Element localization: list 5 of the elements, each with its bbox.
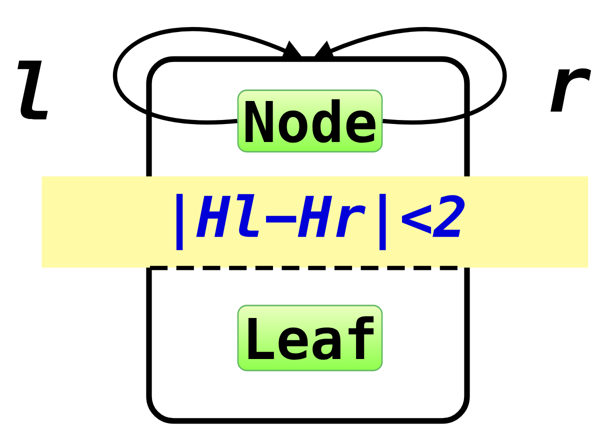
node-box: Node — [237, 90, 383, 152]
highlight-band: |Hl−Hr|<2 — [42, 176, 588, 268]
edge-label: l — [18, 60, 48, 120]
node-box: Leaf — [237, 304, 383, 372]
edge-label: r — [550, 68, 592, 112]
